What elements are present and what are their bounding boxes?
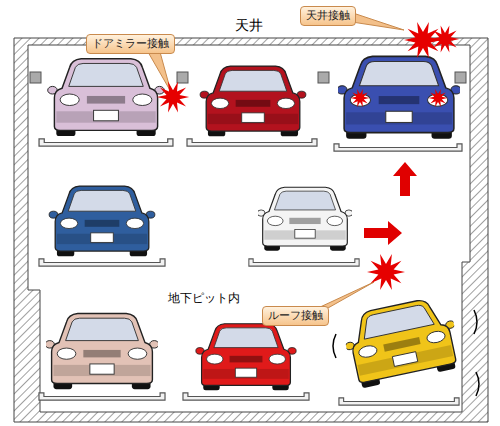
callout-text: ルーフ接触	[268, 309, 323, 323]
pit-wall	[14, 38, 488, 422]
callout-tail	[148, 14, 404, 308]
callout-box: ルーフ接触	[262, 306, 329, 326]
move-arrow	[364, 162, 417, 245]
contact-burst	[157, 22, 459, 290]
text-label: 天井	[232, 17, 266, 35]
motion-mark	[333, 334, 336, 358]
motion-mark	[474, 310, 477, 334]
motion-mark	[476, 372, 479, 396]
callout-text: ドアミラー接触	[92, 37, 169, 51]
callout-box: ドアミラー接触	[86, 34, 175, 54]
text-label: 地下ピット内	[168, 290, 240, 307]
callout-text: 天井接触	[306, 9, 350, 23]
car	[45, 56, 464, 390]
callout-box: 天井接触	[300, 6, 356, 26]
